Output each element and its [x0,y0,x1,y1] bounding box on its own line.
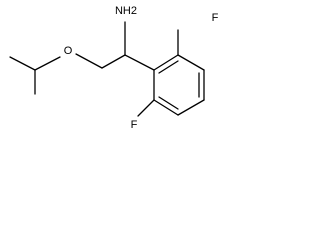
ether-oxygen-label: O [64,45,73,57]
ring-double-bond-3 [158,96,179,110]
amine-label: NH2 [115,5,137,17]
bond-chiral-to-ring [124,54,155,71]
molecule-diagram: NH2 O F F [0,0,249,136]
ring-bond-5 [153,99,179,116]
bond-ring-to-fluorine-bottom [137,99,155,117]
ring-bond-1 [153,54,179,71]
fluorine-top-label: F [212,12,219,24]
bond-ch-to-oxygen [34,56,61,71]
ring-double-bond-1 [158,60,179,74]
label-layer: NH2 O F F [64,5,219,131]
bond-ch2-to-chiral [101,54,126,69]
bond-methyl-top [9,56,36,71]
ring-bond-2 [177,54,205,71]
structure-canvas: NH2 O F F [9,5,219,131]
ring-bond-4 [177,99,205,116]
bond-oxygen-to-ch2 [75,53,103,69]
bond-layer [9,21,205,117]
fluorine-bottom-label: F [131,119,138,131]
